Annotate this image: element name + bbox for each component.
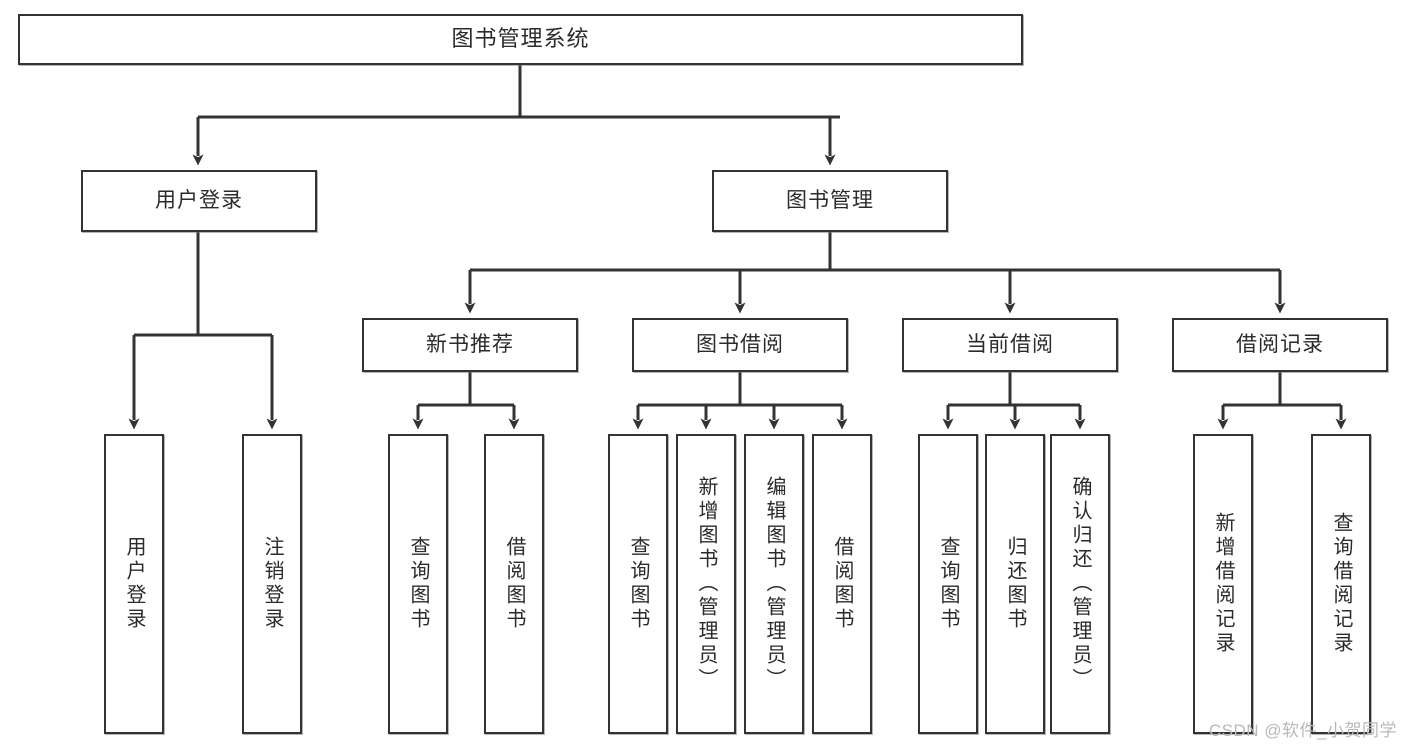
leaf-current-return-book[interactable]: 归还图书 bbox=[985, 434, 1045, 734]
node-book-borrow[interactable]: 图书借阅 bbox=[632, 318, 848, 372]
leaf-borrow-borrow-book-label: 借阅图书 bbox=[831, 536, 853, 632]
leaf-borrow-query-book-label: 查询图书 bbox=[627, 536, 649, 632]
node-new-book-recommend[interactable]: 新书推荐 bbox=[362, 318, 578, 372]
leaf-borrow-add-book[interactable]: 新增图书（管理员） bbox=[676, 434, 736, 734]
leaf-user-login-label: 用户登录 bbox=[123, 536, 145, 632]
leaf-user-login[interactable]: 用户登录 bbox=[104, 434, 164, 734]
node-current-borrow[interactable]: 当前借阅 bbox=[902, 318, 1118, 372]
leaf-record-add[interactable]: 新增借阅记录 bbox=[1193, 434, 1253, 734]
node-book-management-label: 图书管理 bbox=[786, 189, 874, 213]
leaf-newbook-query-book-label: 查询图书 bbox=[407, 536, 429, 632]
leaf-borrow-edit-book-label: 编辑图书（管理员） bbox=[763, 476, 785, 692]
node-user-login[interactable]: 用户登录 bbox=[81, 170, 317, 232]
node-book-management[interactable]: 图书管理 bbox=[712, 170, 948, 232]
leaf-current-confirm-return[interactable]: 确认归还（管理员） bbox=[1050, 434, 1110, 734]
leaf-borrow-edit-book[interactable]: 编辑图书（管理员） bbox=[744, 434, 804, 734]
node-book-borrow-label: 图书借阅 bbox=[696, 333, 784, 357]
leaf-current-query-book[interactable]: 查询图书 bbox=[918, 434, 978, 734]
leaf-record-query[interactable]: 查询借阅记录 bbox=[1311, 434, 1371, 734]
node-current-borrow-label: 当前借阅 bbox=[966, 333, 1054, 357]
leaf-user-logout[interactable]: 注销登录 bbox=[242, 434, 302, 734]
node-new-book-recommend-label: 新书推荐 bbox=[426, 333, 514, 357]
node-borrow-record-label: 借阅记录 bbox=[1236, 333, 1324, 357]
leaf-current-return-book-label: 归还图书 bbox=[1004, 536, 1026, 632]
leaf-borrow-query-book[interactable]: 查询图书 bbox=[608, 434, 668, 734]
leaf-borrow-borrow-book[interactable]: 借阅图书 bbox=[812, 434, 872, 734]
leaf-user-logout-label: 注销登录 bbox=[261, 536, 283, 632]
leaf-borrow-add-book-label: 新增图书（管理员） bbox=[695, 476, 717, 692]
leaf-newbook-borrow-book-label: 借阅图书 bbox=[503, 536, 525, 632]
leaf-current-query-book-label: 查询图书 bbox=[937, 536, 959, 632]
node-borrow-record[interactable]: 借阅记录 bbox=[1172, 318, 1388, 372]
leaf-newbook-borrow-book[interactable]: 借阅图书 bbox=[484, 434, 544, 734]
node-root[interactable]: 图书管理系统 bbox=[18, 14, 1023, 65]
leaf-current-confirm-return-label: 确认归还（管理员） bbox=[1069, 476, 1091, 692]
leaf-record-query-label: 查询借阅记录 bbox=[1330, 512, 1352, 656]
watermark: CSDN @软件_小贺同学 bbox=[1208, 721, 1397, 740]
node-root-label: 图书管理系统 bbox=[451, 26, 590, 52]
leaf-newbook-query-book[interactable]: 查询图书 bbox=[388, 434, 448, 734]
node-user-login-label: 用户登录 bbox=[155, 189, 243, 213]
leaf-record-add-label: 新增借阅记录 bbox=[1212, 512, 1234, 656]
